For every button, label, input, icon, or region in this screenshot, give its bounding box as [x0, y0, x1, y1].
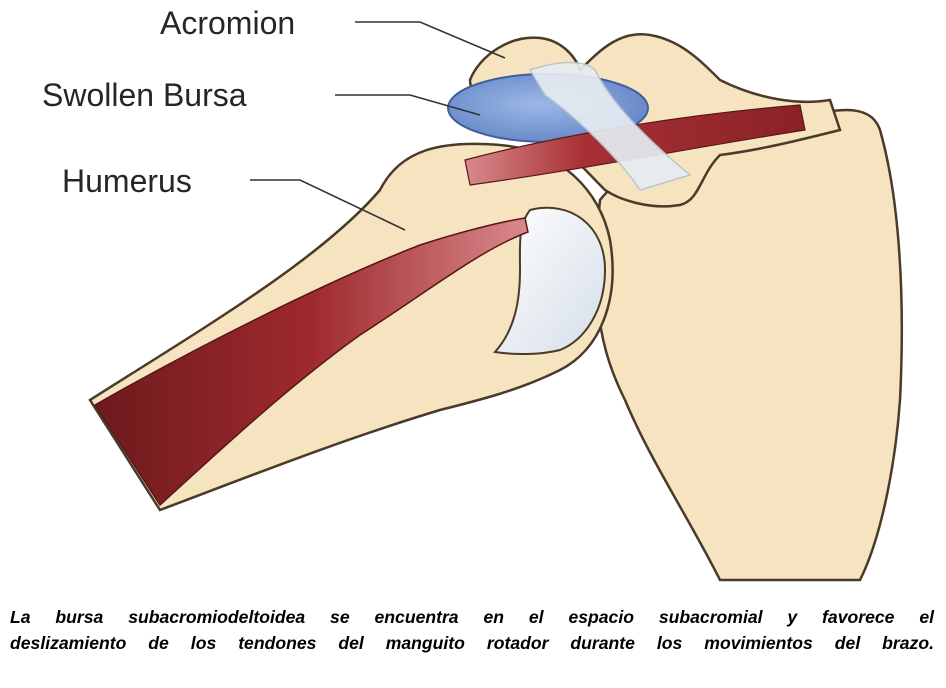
- bursa-leader-line: [335, 94, 481, 116]
- humerus-label: Humerus: [62, 163, 192, 199]
- swollen-bursa-label: Swollen Bursa: [42, 77, 247, 113]
- caption-line-1: La bursa subacromiodeltoidea se encuentr…: [10, 607, 934, 627]
- acromion-label: Acromion: [160, 5, 295, 41]
- shoulder-anatomy-illustration: Acromion Swollen Bursa Humerus: [42, 5, 904, 582]
- caption-line-2: deslizamiento de los tendones del mangui…: [10, 633, 934, 653]
- glenoid-cartilage: [493, 206, 607, 356]
- figure-caption: La bursa subacromiodeltoidea se encuentr…: [10, 604, 934, 656]
- deltoid-muscle: [93, 217, 529, 507]
- acromion-leader-line: [355, 21, 506, 59]
- humerus-leader-line: [250, 179, 406, 231]
- coracoacromial-ligament: [528, 61, 692, 191]
